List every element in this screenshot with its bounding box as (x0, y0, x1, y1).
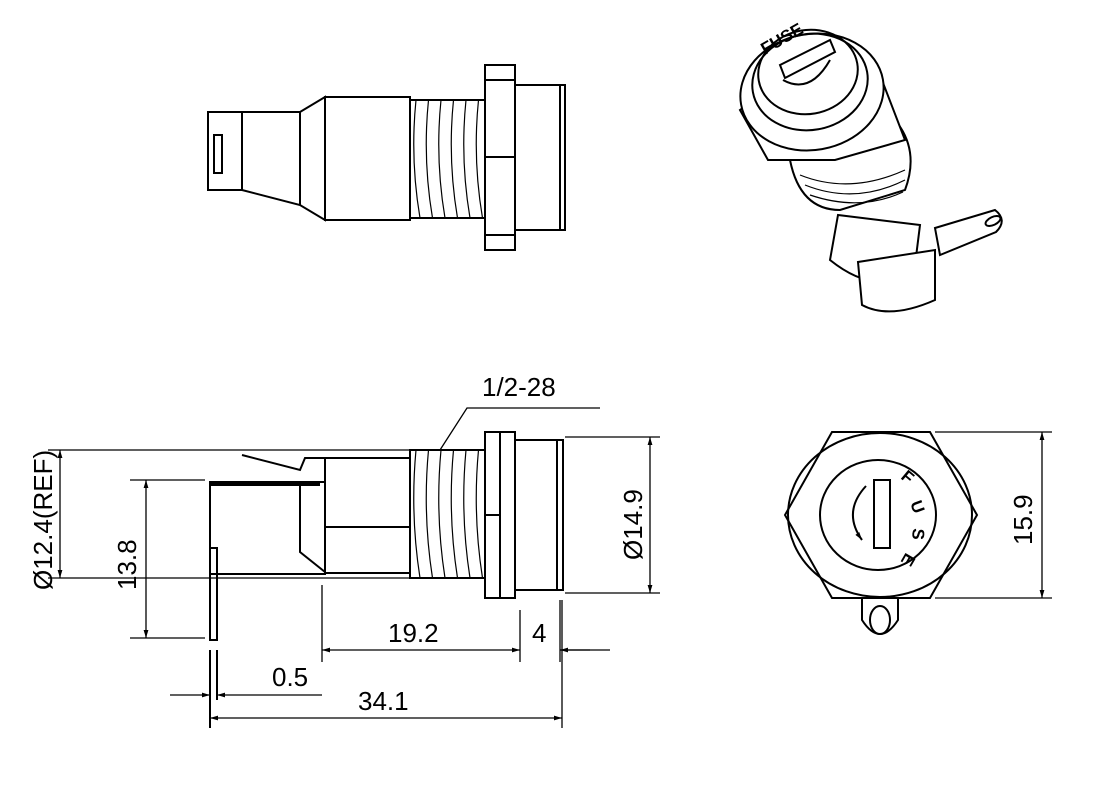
solder-pin (209, 547, 218, 641)
cap (514, 439, 564, 591)
isometric-view: FUSE (738, 19, 1003, 313)
thread-crest (425, 449, 434, 579)
thread-crest (450, 449, 459, 579)
thread-crest (475, 99, 484, 219)
body-cylinder (324, 96, 411, 221)
tapered-body (241, 95, 326, 222)
side-view (207, 64, 566, 251)
terminal-tail (209, 481, 326, 575)
thread-crest (438, 99, 446, 219)
terminal-slot (213, 134, 223, 174)
screw-slot (873, 479, 891, 549)
thread-crest (413, 449, 421, 579)
mounting-tab (861, 594, 899, 635)
dim-cap-length: 4 (532, 618, 546, 648)
dim-overall-length: 34.1 (358, 686, 409, 716)
terminal-tail (207, 111, 243, 191)
rotate-arrow-icon (851, 485, 867, 541)
fuse-letter: U (906, 498, 928, 516)
dim-body-diameter: Ø12.4(REF) (28, 450, 58, 590)
thread-crest (463, 99, 471, 219)
thread-crest (413, 99, 421, 219)
thread-crest (438, 449, 446, 579)
cap (514, 84, 566, 231)
front-view: F U S E 15.9 (783, 431, 1052, 635)
cap-face (819, 459, 937, 571)
hex-flange (783, 431, 979, 599)
dim-hex-across-flats: 15.9 (1008, 494, 1038, 545)
thread-crest (425, 99, 434, 219)
dim-pin-thickness: 0.5 (272, 662, 308, 692)
thread-crest (475, 449, 484, 579)
iso-slot (778, 38, 837, 80)
dimensioned-side-view: Ø12.4(REF) 13.8 1/2-28 Ø14.9 19.2 4 0.5 … (28, 372, 660, 728)
outer-ring (787, 432, 973, 598)
dim-thread: 1/2-28 (482, 372, 556, 402)
thread-section (409, 449, 486, 579)
dim-pin-height: 13.8 (112, 539, 142, 590)
fuse-letter: S (908, 528, 928, 541)
iso-solder-tab (933, 208, 1003, 257)
thread-crest (463, 449, 471, 579)
dim-thread-length: 19.2 (388, 618, 439, 648)
thread-crest (450, 99, 459, 219)
thread-section (409, 99, 486, 219)
body-cylinder (324, 457, 411, 574)
dim-flange-diameter: Ø14.9 (618, 489, 648, 560)
